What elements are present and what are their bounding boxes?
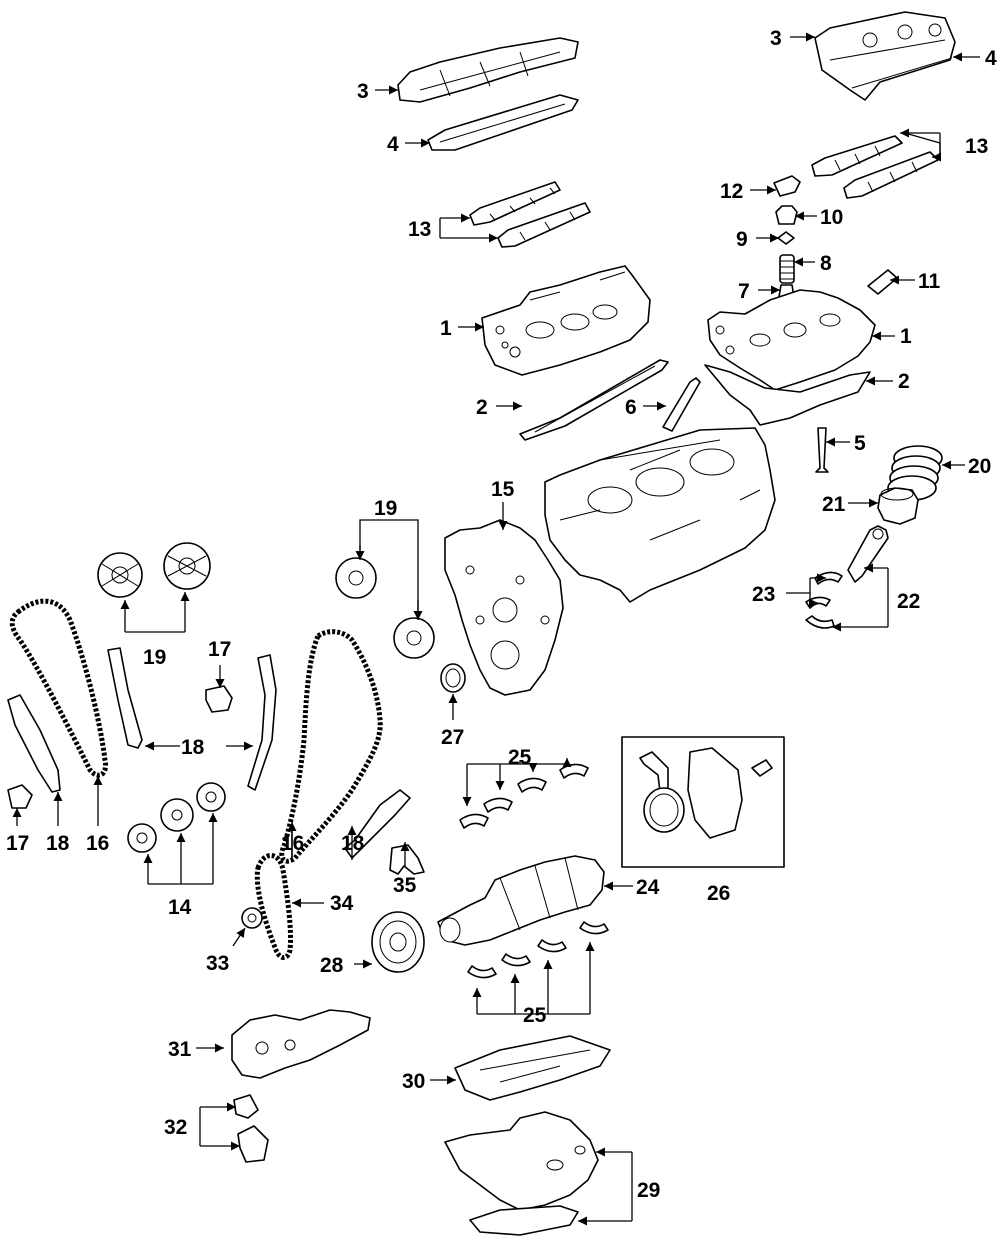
piston (877, 487, 919, 525)
oil-pump-chain (254, 853, 293, 960)
callout-15: 15 (491, 478, 515, 501)
cam-phasers-right (335, 557, 435, 659)
callout-33: 33 (206, 952, 229, 975)
front-crank-seal (440, 663, 466, 693)
callout-6: 6 (625, 396, 637, 419)
oil-pan (444, 1111, 599, 1236)
oil-pump (231, 1009, 371, 1079)
cylinder-head-left (481, 265, 651, 376)
main-bearings-upper (459, 763, 589, 829)
valve-cover-right (814, 11, 956, 101)
piston-rings (887, 445, 943, 501)
callout-5: 5 (854, 432, 866, 455)
callout-28: 28 (320, 954, 344, 977)
timing-cover (444, 519, 564, 696)
guide-bracket (389, 844, 425, 875)
callout-20: 20 (968, 455, 991, 478)
callout-9: 9 (736, 228, 748, 251)
lash-adjuster (775, 205, 798, 225)
oil-pump-sprocket (241, 907, 263, 929)
main-bearings-lower (467, 921, 609, 979)
leader-lines (12, 32, 980, 1226)
engine-block (544, 427, 776, 603)
callout-13-right: 13 (965, 135, 988, 158)
callout-11: 11 (918, 270, 941, 293)
callout-14: 14 (168, 896, 192, 919)
rocker-arm (773, 175, 801, 197)
chain-guide-right (344, 789, 411, 859)
hydraulic-lifter (867, 269, 898, 295)
cylinder-head-right (704, 289, 876, 426)
connecting-rod (847, 525, 889, 583)
valve-cover-left (397, 37, 579, 103)
callout-8: 8 (820, 252, 832, 275)
callout-labels: 1 1 2 2 3 3 4 4 5 6 7 8 9 10 11 12 13 13… (6, 27, 997, 1202)
callout-1-right: 1 (900, 325, 912, 348)
callout-35: 35 (393, 874, 417, 897)
callout-17-right: 17 (208, 638, 231, 661)
callout-21: 21 (822, 493, 846, 516)
callout-1-left: 1 (440, 317, 452, 340)
harmonic-balancer (371, 911, 425, 973)
head-gasket-left (519, 359, 669, 441)
oil-pickup (233, 1094, 269, 1163)
callout-18-middle: 18 (181, 736, 205, 759)
callout-26: 26 (707, 882, 730, 905)
callout-13-left: 13 (408, 218, 431, 241)
valve-spring (779, 254, 795, 284)
timing-chain-left (9, 598, 109, 778)
callout-12: 12 (720, 180, 743, 203)
chain-tensioner-right (205, 685, 233, 713)
callout-25-lower: 25 (523, 1004, 547, 1027)
valve-cover-gasket-left (427, 94, 579, 151)
callout-3-left: 3 (357, 80, 369, 103)
callout-27: 27 (441, 726, 464, 749)
oil-pan-baffle (454, 1035, 611, 1101)
rod-bearings (805, 571, 843, 629)
camshafts-right (811, 135, 939, 199)
chain-guide-left (7, 647, 143, 793)
callout-17-left: 17 (6, 832, 29, 855)
callout-16-left: 16 (86, 832, 109, 855)
callout-23: 23 (752, 583, 775, 606)
crank-sprockets (127, 782, 226, 853)
callout-30: 30 (402, 1070, 425, 1093)
callout-25-upper: 25 (508, 746, 532, 769)
callout-4-left: 4 (387, 133, 399, 156)
chain-guide-center (247, 654, 277, 791)
callout-4-right: 4 (985, 47, 997, 70)
callout-29: 29 (637, 1179, 660, 1202)
callout-34: 34 (330, 892, 354, 915)
callout-22: 22 (897, 590, 920, 613)
callout-24: 24 (636, 876, 660, 899)
callout-18-left: 18 (46, 832, 70, 855)
callout-18-right: 18 (341, 832, 365, 855)
callout-3-right: 3 (770, 27, 782, 50)
camshafts-left (469, 181, 591, 248)
callout-32: 32 (164, 1116, 187, 1139)
callout-2-left: 2 (476, 396, 488, 419)
callout-10: 10 (820, 206, 843, 229)
callout-19-right: 19 (374, 497, 397, 520)
crankshaft (437, 855, 605, 946)
valve-keeper (777, 231, 795, 245)
callout-19-left: 19 (143, 646, 166, 669)
callout-7: 7 (738, 280, 750, 303)
timing-chain-right (279, 629, 383, 864)
callout-31: 31 (168, 1038, 192, 1061)
intake-valve (662, 377, 701, 432)
cam-phasers-left (97, 542, 211, 598)
exhaust-valve (815, 427, 829, 473)
callout-2-right: 2 (898, 370, 910, 393)
seal-kit-box (621, 736, 785, 868)
callout-16-right: 16 (281, 832, 304, 855)
chain-tensioner-left (7, 784, 33, 809)
